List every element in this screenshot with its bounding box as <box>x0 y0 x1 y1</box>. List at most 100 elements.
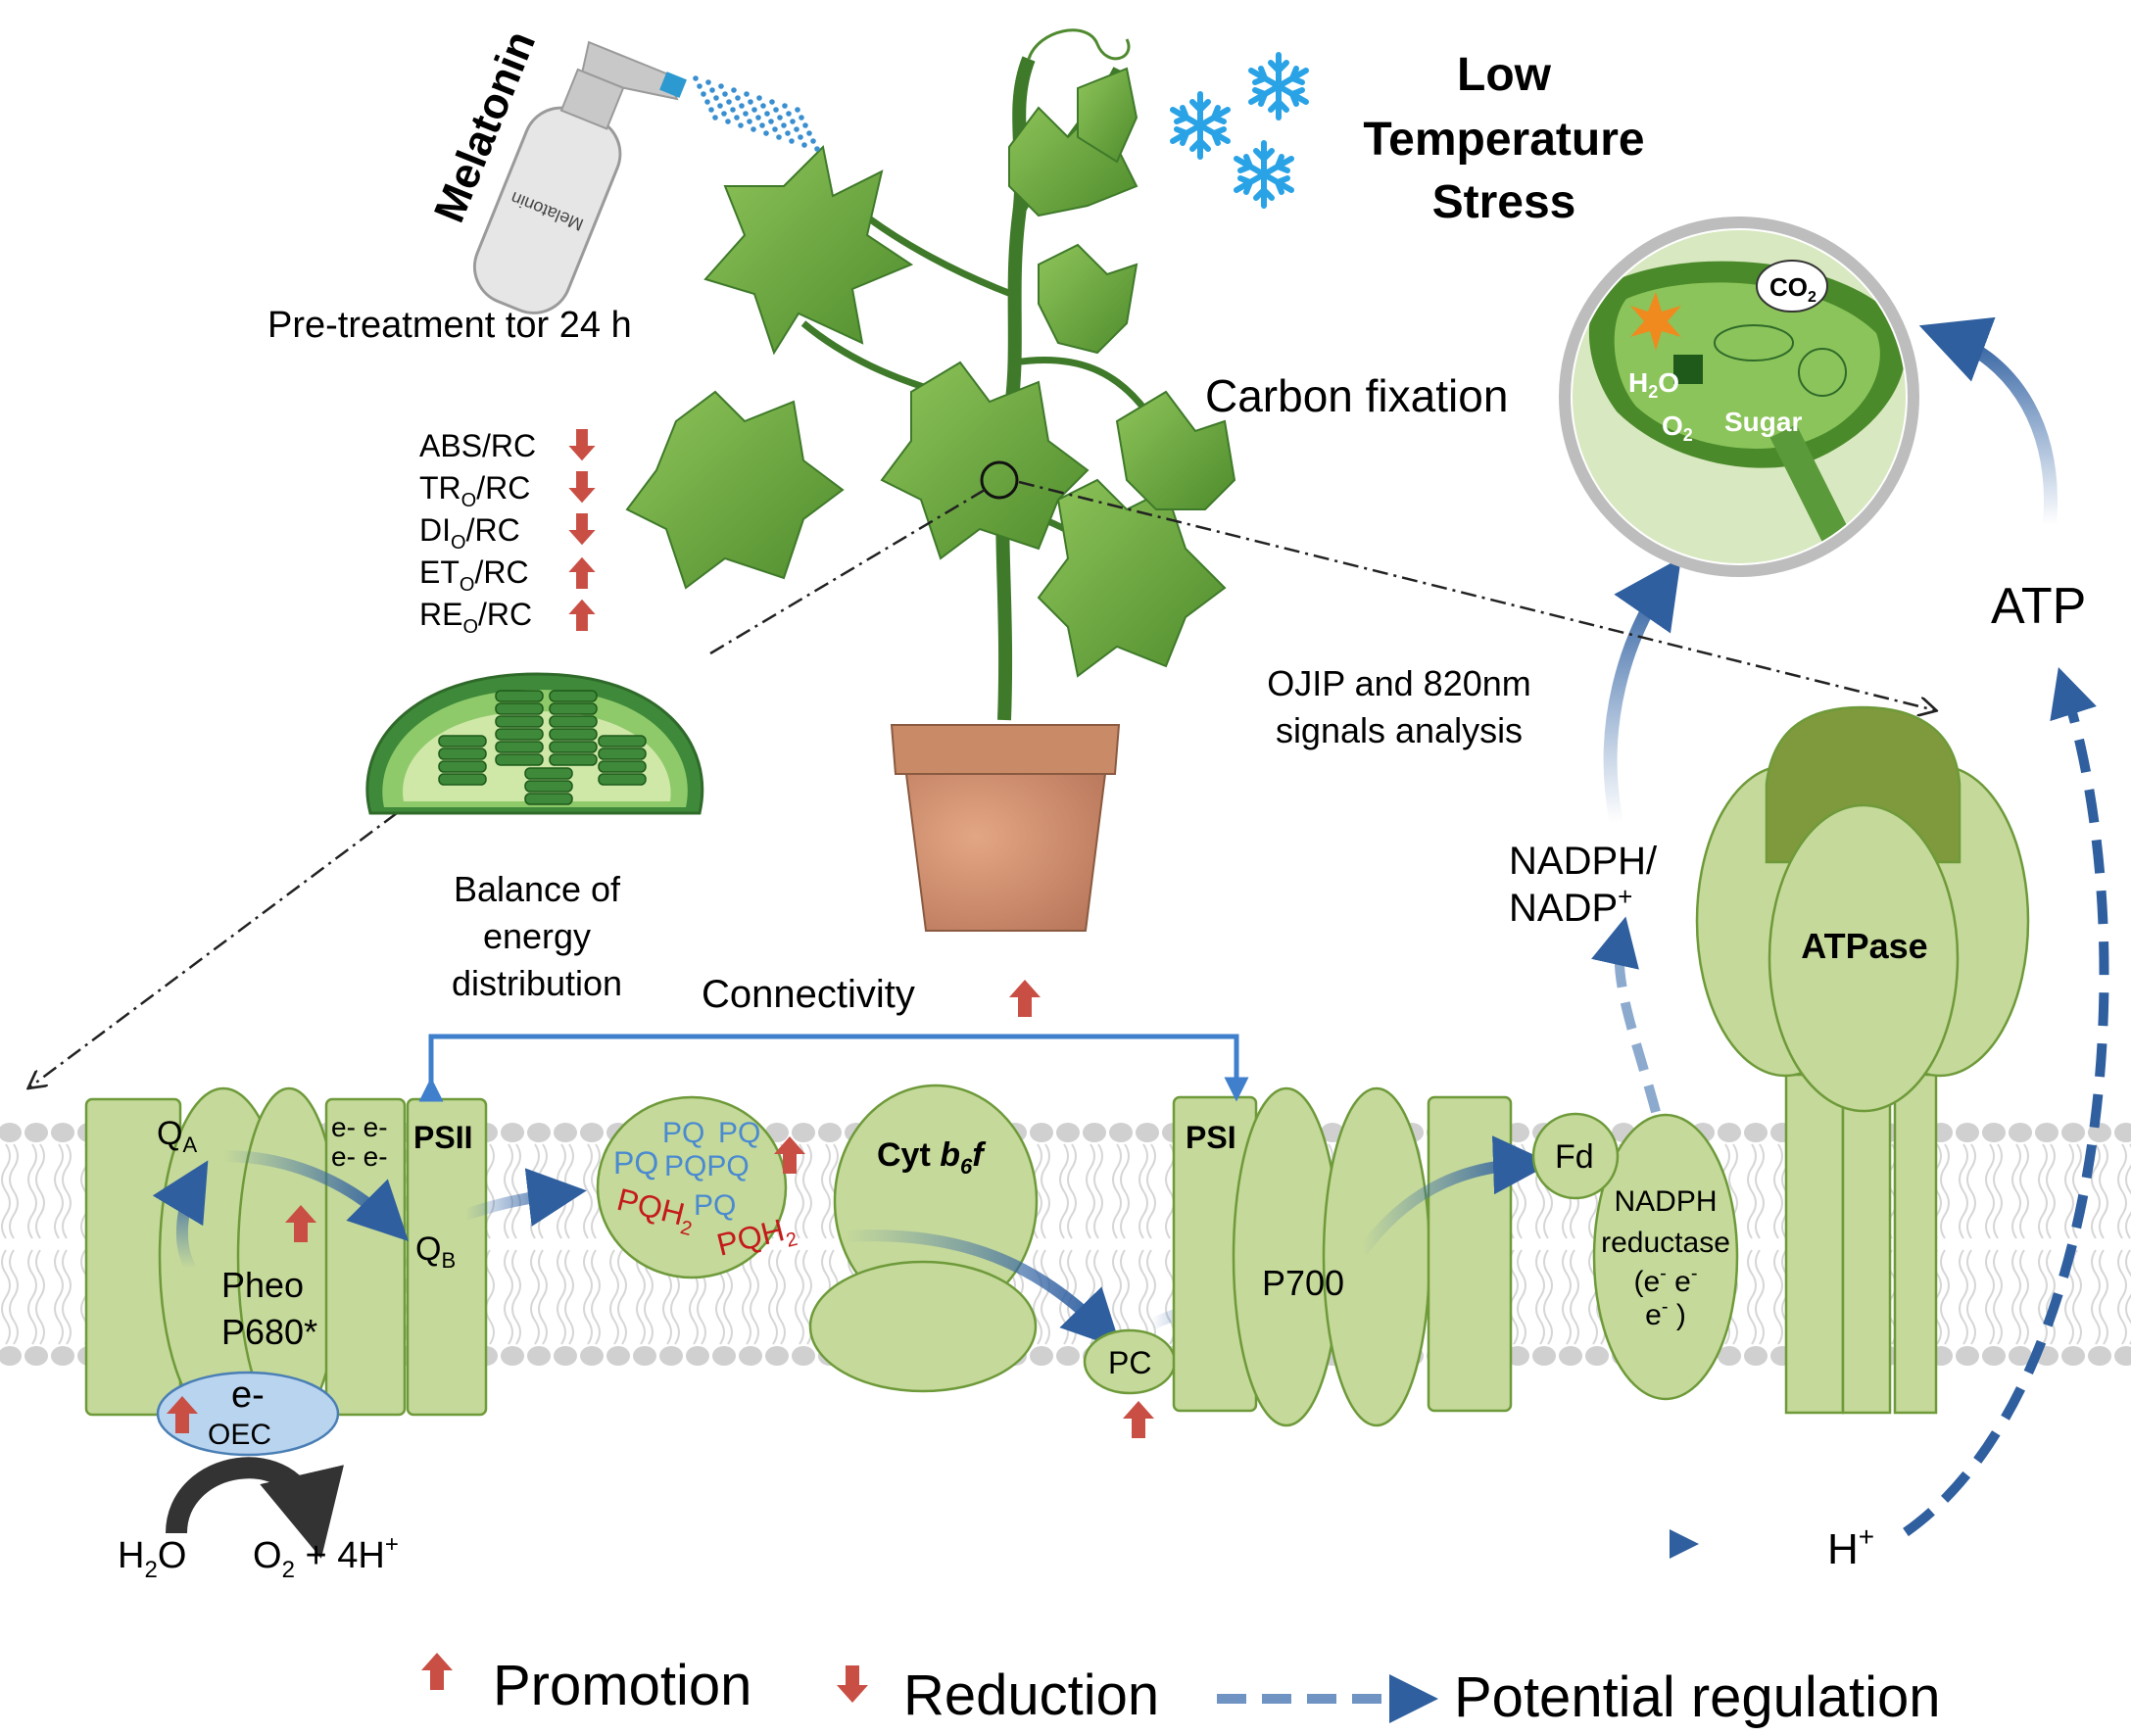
melatonin-spray-bottle: Melatonin <box>472 40 688 314</box>
mist-droplet <box>722 91 728 97</box>
leaf-center <box>880 361 1090 560</box>
thylakoid-disc <box>438 760 487 773</box>
mist-droplet <box>799 115 804 121</box>
sugar-label: Sugar <box>1724 407 1802 437</box>
lipid-head <box>712 1346 736 1366</box>
nadph-line2: NADP+ <box>1509 882 1632 930</box>
thylakoid-disc <box>495 715 544 728</box>
mist-droplet <box>744 91 750 97</box>
lipid-head <box>2114 1123 2131 1142</box>
pheo-label: Pheo <box>221 1265 304 1305</box>
lipid-tail <box>1535 1249 1553 1345</box>
p700-label: P700 <box>1262 1263 1344 1303</box>
mist-droplet <box>755 115 761 121</box>
lipid-head <box>1982 1123 2006 1142</box>
psii-to-pq-arrow <box>463 1168 587 1227</box>
lipid-head <box>659 1346 683 1366</box>
co2-cloud-icon <box>1756 260 1828 313</box>
leaf-to-ojip-pointer <box>1018 480 1935 710</box>
thylakoid-disc <box>598 773 647 786</box>
psii-title: PSII <box>413 1120 472 1155</box>
lipid-head <box>792 1123 815 1142</box>
psi-to-fd-arrow <box>1357 1135 1552 1256</box>
thylakoid-disc <box>524 780 573 793</box>
thylakoid-grana <box>438 690 647 805</box>
lipid-tail <box>530 1249 548 1345</box>
leaf-sample-circle <box>980 460 1019 500</box>
spray-mist <box>693 75 820 152</box>
mist-droplet <box>814 146 820 152</box>
cyt-to-pc-arrow <box>844 1230 1122 1350</box>
lipid-tail <box>2038 1249 2056 1345</box>
chloroplast-illustration <box>365 672 704 815</box>
psii-internal-up-arrow <box>152 1160 209 1273</box>
mist-droplet <box>717 103 723 109</box>
lipid-tail <box>54 1143 72 1239</box>
mist-droplet <box>734 115 740 121</box>
thylakoid-disc <box>524 767 573 780</box>
lipid-head <box>554 1123 577 1142</box>
lipid-tail <box>1033 1249 1050 1345</box>
lipid-head <box>501 1346 524 1366</box>
pq-item-3: PQ <box>613 1145 658 1181</box>
lipid-head <box>2088 1123 2111 1142</box>
stress-title-line3: Stress <box>1432 176 1576 228</box>
sun-burst-icon <box>1630 292 1681 351</box>
leaf-lower-right <box>1037 478 1227 678</box>
leaf-mid-right <box>1038 243 1138 355</box>
lipid-head <box>1585 1346 1609 1366</box>
thylakoid-disc <box>549 741 598 753</box>
lipid-head <box>633 1346 656 1366</box>
mist-droplet <box>721 111 727 117</box>
lipid-head <box>2088 1346 2111 1366</box>
mist-droplet <box>772 126 778 132</box>
parameter-down-arrow <box>568 429 596 461</box>
atp-label: ATP <box>1991 578 2086 635</box>
pq-item-1: PQ <box>662 1117 704 1149</box>
chloroplast-to-membrane-pointer <box>29 811 398 1087</box>
thylakoid-disc <box>438 735 487 747</box>
h-to-atp-dashed-arrow <box>1903 666 2109 1537</box>
lipid-tail <box>1112 1143 1130 1239</box>
snowflake-icon-1 <box>1173 94 1228 157</box>
lipid-head <box>51 1123 74 1142</box>
lipid-tail <box>504 1249 521 1345</box>
mist-droplet <box>739 103 745 109</box>
thylakoid-disc <box>549 690 598 702</box>
lipid-tail <box>1747 1249 1765 1345</box>
lipid-head <box>24 1346 48 1366</box>
qa-label: QA <box>157 1115 197 1157</box>
lipid-tail <box>795 1143 812 1239</box>
lipid-head <box>792 1346 815 1366</box>
pretreatment-label: Pre-treatment tor 24 h <box>267 305 632 346</box>
lipid-head <box>1718 1346 1741 1366</box>
pq-item-5: PQ <box>694 1189 736 1222</box>
lipid-head <box>606 1346 630 1366</box>
mist-droplet <box>806 130 812 136</box>
mist-droplet <box>705 79 711 85</box>
atpase-label: ATPase <box>1801 926 1927 966</box>
parameter-up-arrow <box>568 556 596 589</box>
thylakoid-disc <box>438 747 487 760</box>
lipid-head <box>1083 1123 1106 1142</box>
lipid-tail <box>1985 1249 2003 1345</box>
lipid-tail <box>557 1249 574 1345</box>
legend-promotion-arrow <box>421 1653 453 1690</box>
legend-promotion-label: Promotion <box>493 1654 751 1717</box>
mist-droplet <box>748 99 753 105</box>
lipid-head <box>0 1123 22 1142</box>
pc-label: PC <box>1108 1345 1151 1380</box>
fd-label: Fd <box>1555 1138 1594 1176</box>
ojip-caption-2: signals analysis <box>1276 710 1523 750</box>
lipid-head <box>527 1123 551 1142</box>
mist-droplet <box>782 103 788 109</box>
atpase-complex: ATPase <box>1695 705 2030 1415</box>
mist-droplet <box>759 122 765 128</box>
pc-promotion-arrow <box>1123 1401 1154 1438</box>
mist-droplet <box>802 122 808 128</box>
leaf-mid-left <box>625 390 845 590</box>
pq-item-2: PQ <box>718 1117 760 1149</box>
water-label: H2O <box>118 1535 186 1583</box>
